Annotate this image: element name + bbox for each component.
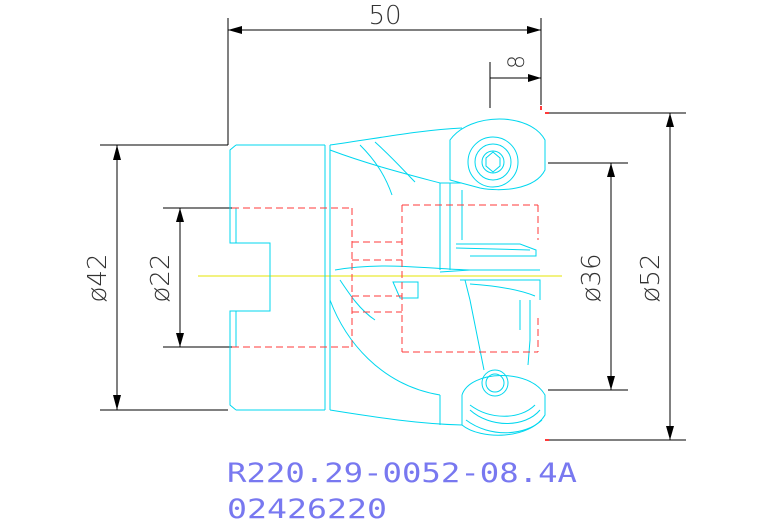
bore-diameter-label: ø22 bbox=[146, 254, 176, 303]
part-designation: R220.29-0052-08.4A 02426220 bbox=[227, 458, 577, 523]
cut-diameter-outer-label: ø52 bbox=[636, 254, 666, 303]
corner-marks bbox=[540, 106, 549, 441]
dimension-bore-diameter: ø22 bbox=[146, 207, 232, 348]
insert-offset-label: 8 bbox=[505, 55, 530, 69]
overall-length-label: 50 bbox=[368, 1, 401, 31]
hidden-lines bbox=[232, 204, 539, 353]
part-item-number: 02426220 bbox=[227, 494, 387, 523]
dimension-body-diameter: ø42 bbox=[83, 144, 228, 411]
cutter-body-outline bbox=[229, 118, 546, 436]
dimension-cut-diameter-inner: ø36 bbox=[548, 162, 628, 391]
body-diameter-label: ø42 bbox=[83, 254, 113, 303]
dimension-overall-length: 50 bbox=[196, 1, 542, 146]
dimension-insert-offset: 8 bbox=[489, 55, 541, 108]
cut-diameter-inner-label: ø36 bbox=[577, 254, 607, 303]
dimension-cut-diameter-outer: ø52 bbox=[548, 112, 686, 441]
part-code: R220.29-0052-08.4A bbox=[227, 458, 577, 489]
